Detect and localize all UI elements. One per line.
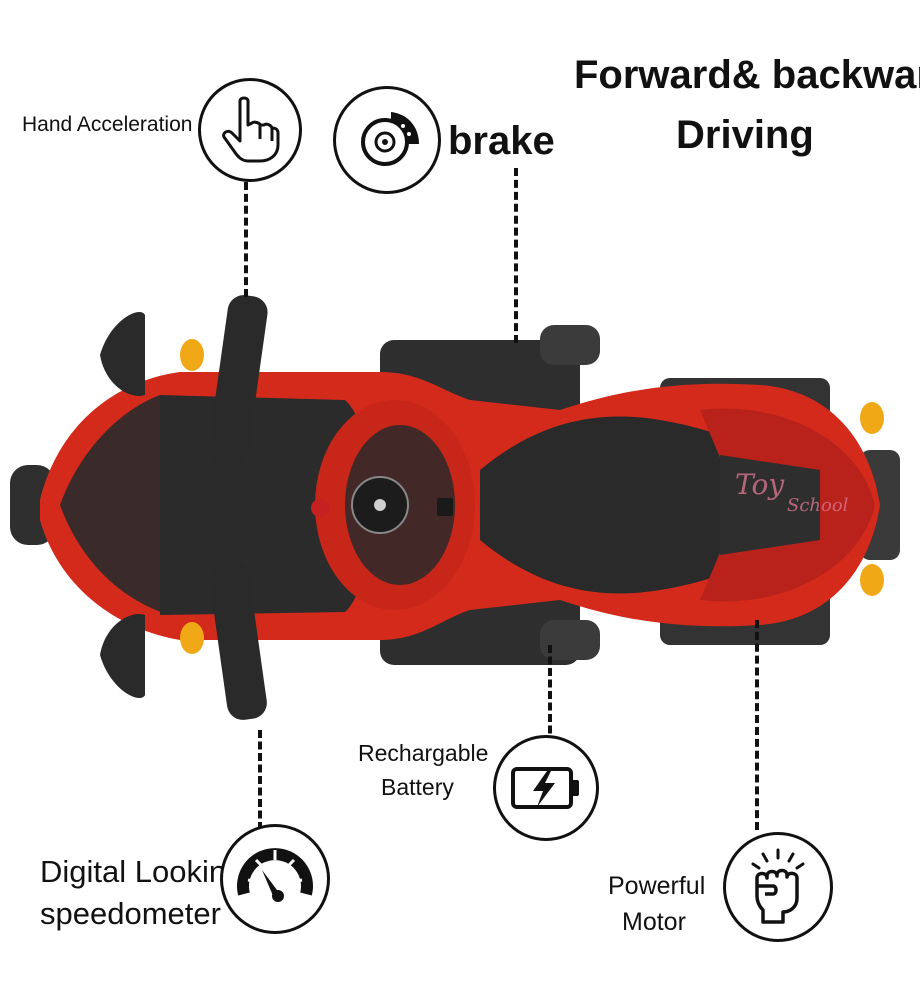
speedometer-label-line2: speedometer — [40, 896, 221, 931]
motor-badge — [723, 832, 833, 942]
battery-charging-icon — [511, 767, 579, 809]
forward-backward-label-line1: Forward& backward — [574, 53, 920, 97]
hand-acceleration-badge — [198, 78, 302, 182]
fist-icon — [751, 848, 805, 924]
speedometer-icon — [237, 848, 313, 902]
brake-badge — [333, 86, 441, 194]
watermark-logo: Toy School — [735, 468, 848, 516]
connector-brake — [514, 168, 518, 343]
connector-hand-acceleration — [244, 182, 248, 297]
watermark-line2: School — [787, 495, 849, 516]
connector-battery — [548, 645, 552, 745]
hand-acceleration-label: Hand Acceleration — [22, 113, 193, 136]
forward-backward-label-line2: Driving — [676, 113, 814, 157]
battery-label-line2: Battery — [381, 774, 454, 800]
battery-badge — [493, 735, 599, 841]
speedometer-label-line1: Digital Looking — [40, 854, 244, 889]
brake-label: brake — [448, 119, 555, 163]
connector-motor — [755, 620, 759, 830]
speedometer-badge — [220, 824, 330, 934]
battery-label-line1: Rechargable — [358, 740, 489, 766]
pointing-hand-icon — [222, 96, 280, 163]
motor-label-line2: Motor — [622, 908, 686, 936]
disc-brake-icon — [361, 112, 419, 166]
connector-speedometer — [258, 730, 262, 830]
motor-label-line1: Powerful — [608, 872, 706, 900]
watermark-line1: Toy — [735, 468, 785, 501]
